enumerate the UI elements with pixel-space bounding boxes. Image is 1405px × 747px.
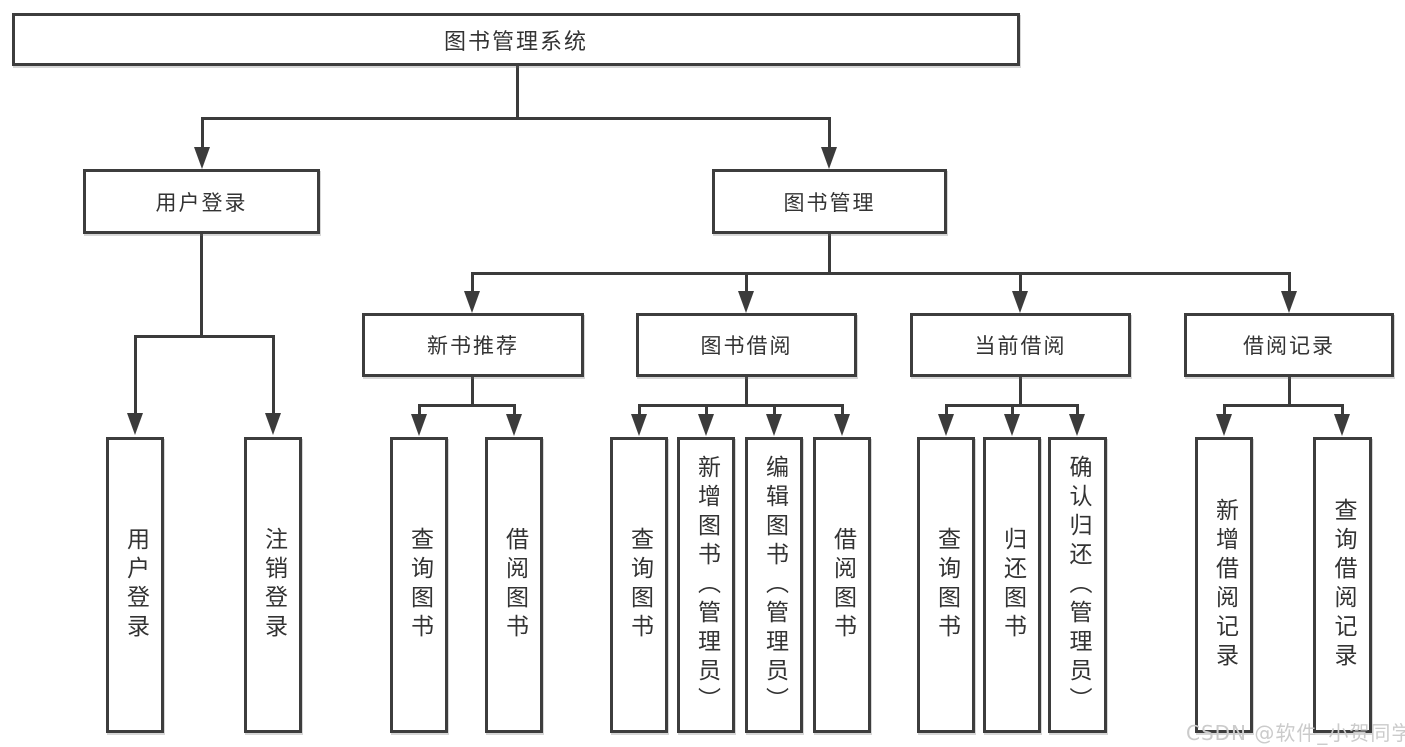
leaf-bb-borrow-books-label: 借阅图书 bbox=[829, 527, 856, 643]
leaf-bb-add-book-admin-label: 新增图书（管理员） bbox=[693, 454, 720, 716]
connector-user-login-rail bbox=[134, 335, 275, 338]
leaf-bb-edit-book-admin-label: 编辑图书（管理员） bbox=[761, 454, 788, 716]
connector-stem bbox=[1011, 404, 1014, 415]
arrowhead-icon bbox=[1281, 291, 1297, 313]
arrowhead-icon bbox=[766, 414, 782, 436]
connector-br-trunk bbox=[1288, 376, 1291, 407]
arrowhead-icon bbox=[631, 414, 647, 436]
node-borrow-record-label: 借阅记录 bbox=[1243, 334, 1335, 358]
connector-stem-leaf-logout bbox=[272, 335, 275, 415]
leaf-br-add-record: 新增借阅记录 bbox=[1195, 437, 1253, 733]
arrowhead-icon bbox=[265, 413, 281, 435]
leaf-bb-add-book-admin: 新增图书（管理员） bbox=[677, 437, 735, 733]
node-current-borrow: 当前借阅 bbox=[910, 313, 1131, 377]
connector-level3-rail bbox=[471, 272, 1291, 275]
connector-nb-rail bbox=[418, 404, 516, 407]
leaf-cb-confirm-return-admin-label: 确认归还（管理员） bbox=[1065, 454, 1091, 716]
connector-user-login-trunk bbox=[200, 233, 203, 337]
connector-cb-trunk bbox=[1019, 376, 1022, 407]
leaf-logout: 注销登录 bbox=[244, 437, 302, 733]
arrowhead-icon bbox=[938, 414, 954, 436]
leaf-br-query-record: 查询借阅记录 bbox=[1313, 437, 1372, 733]
leaf-user-login-label: 用户登录 bbox=[122, 527, 149, 643]
leaf-cb-query-books-label: 查询图书 bbox=[933, 527, 960, 643]
arrowhead-icon bbox=[834, 414, 850, 436]
leaf-nb-query-books: 查询图书 bbox=[390, 437, 448, 733]
node-current-borrow-label: 当前借阅 bbox=[974, 334, 1067, 358]
connector-stem-user-login bbox=[201, 117, 204, 149]
node-book-management-label: 图书管理 bbox=[783, 190, 876, 215]
leaf-user-login: 用户登录 bbox=[106, 437, 164, 733]
connector-stem-book-mgmt bbox=[828, 117, 831, 149]
node-root-label: 图书管理系统 bbox=[443, 29, 588, 55]
connector-stem-leaf-login bbox=[134, 335, 137, 415]
arrowhead-icon bbox=[738, 291, 754, 313]
connector-stem bbox=[705, 404, 708, 415]
leaf-nb-query-books-label: 查询图书 bbox=[406, 527, 433, 643]
csdn-watermark: CSDN @软件_小贺同学 bbox=[1186, 721, 1405, 745]
arrowhead-icon bbox=[1216, 414, 1232, 436]
arrowhead-icon bbox=[1069, 414, 1085, 436]
connector-stem bbox=[773, 404, 776, 415]
connector-br-rail bbox=[1223, 404, 1344, 407]
connector-root-trunk bbox=[516, 64, 519, 119]
leaf-cb-return-books-label: 归还图书 bbox=[999, 527, 1026, 643]
arrowhead-icon bbox=[411, 414, 427, 436]
node-new-book-recommend-label: 新书推荐 bbox=[427, 334, 519, 358]
connector-level1-rail bbox=[201, 117, 831, 120]
node-book-borrow-label: 图书借阅 bbox=[700, 334, 793, 358]
leaf-bb-query-books-label: 查询图书 bbox=[626, 527, 653, 643]
node-book-borrow: 图书借阅 bbox=[636, 313, 857, 377]
leaf-br-add-record-label: 新增借阅记录 bbox=[1211, 498, 1238, 672]
leaf-nb-borrow-books: 借阅图书 bbox=[485, 437, 543, 733]
connector-stem bbox=[1076, 404, 1079, 415]
connector-stem bbox=[418, 404, 421, 415]
leaf-cb-confirm-return-admin: 确认归还（管理员） bbox=[1048, 437, 1107, 733]
node-book-management: 图书管理 bbox=[712, 169, 947, 234]
connector-stem bbox=[1223, 404, 1226, 415]
node-new-book-recommend: 新书推荐 bbox=[362, 313, 584, 377]
leaf-bb-edit-book-admin: 编辑图书（管理员） bbox=[745, 437, 803, 733]
connector-book-mgmt-trunk bbox=[828, 233, 831, 275]
arrowhead-icon bbox=[464, 291, 480, 313]
arrowhead-icon bbox=[1004, 414, 1020, 436]
node-borrow-record: 借阅记录 bbox=[1184, 313, 1394, 377]
connector-stem bbox=[638, 404, 641, 415]
connector-bb-trunk bbox=[745, 376, 748, 407]
arrowhead-icon bbox=[1334, 414, 1350, 436]
connector-stem bbox=[945, 404, 948, 415]
arrowhead-icon bbox=[698, 414, 714, 436]
leaf-logout-label: 注销登录 bbox=[260, 527, 287, 643]
connector-nb-trunk bbox=[471, 376, 474, 407]
connector-stem-current-borrow bbox=[1019, 272, 1022, 293]
arrowhead-icon bbox=[821, 147, 837, 169]
arrowhead-icon bbox=[127, 413, 143, 435]
leaf-bb-query-books: 查询图书 bbox=[610, 437, 668, 733]
arrowhead-icon bbox=[194, 147, 210, 169]
leaf-nb-borrow-books-label: 借阅图书 bbox=[501, 527, 528, 643]
connector-stem-book-borrow bbox=[745, 272, 748, 293]
arrowhead-icon bbox=[506, 414, 522, 436]
leaf-cb-return-books: 归还图书 bbox=[983, 437, 1041, 733]
connector-stem bbox=[1341, 404, 1344, 415]
leaf-br-query-record-label: 查询借阅记录 bbox=[1330, 498, 1356, 672]
node-user-login: 用户登录 bbox=[83, 169, 320, 234]
arrowhead-icon bbox=[1012, 291, 1028, 313]
node-root: 图书管理系统 bbox=[12, 13, 1020, 66]
node-user-login-label: 用户登录 bbox=[155, 190, 248, 215]
connector-stem bbox=[513, 404, 516, 415]
connector-stem-new-book bbox=[471, 272, 474, 293]
connector-stem bbox=[841, 404, 844, 415]
connector-stem-borrow-record bbox=[1288, 272, 1291, 293]
leaf-bb-borrow-books: 借阅图书 bbox=[813, 437, 871, 733]
connector-bb-rail bbox=[638, 404, 844, 407]
leaf-cb-query-books: 查询图书 bbox=[917, 437, 975, 733]
